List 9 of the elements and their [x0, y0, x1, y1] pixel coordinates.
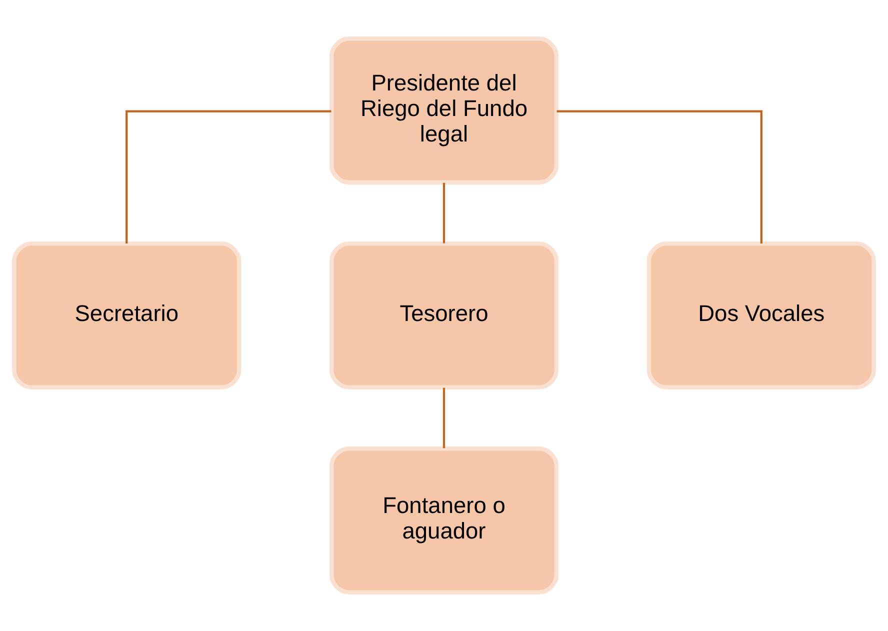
connector — [126, 110, 332, 244]
node-box: Secretario — [12, 242, 242, 390]
node-box: Tesorero — [329, 242, 559, 390]
node-box: Presidente del Riego del Fundo legal — [329, 36, 559, 185]
connector — [556, 110, 762, 244]
node-box: Fontanero o aguador — [329, 446, 559, 594]
node-box: Dos Vocales — [646, 242, 876, 390]
connector — [442, 182, 446, 244]
connector — [442, 388, 446, 448]
